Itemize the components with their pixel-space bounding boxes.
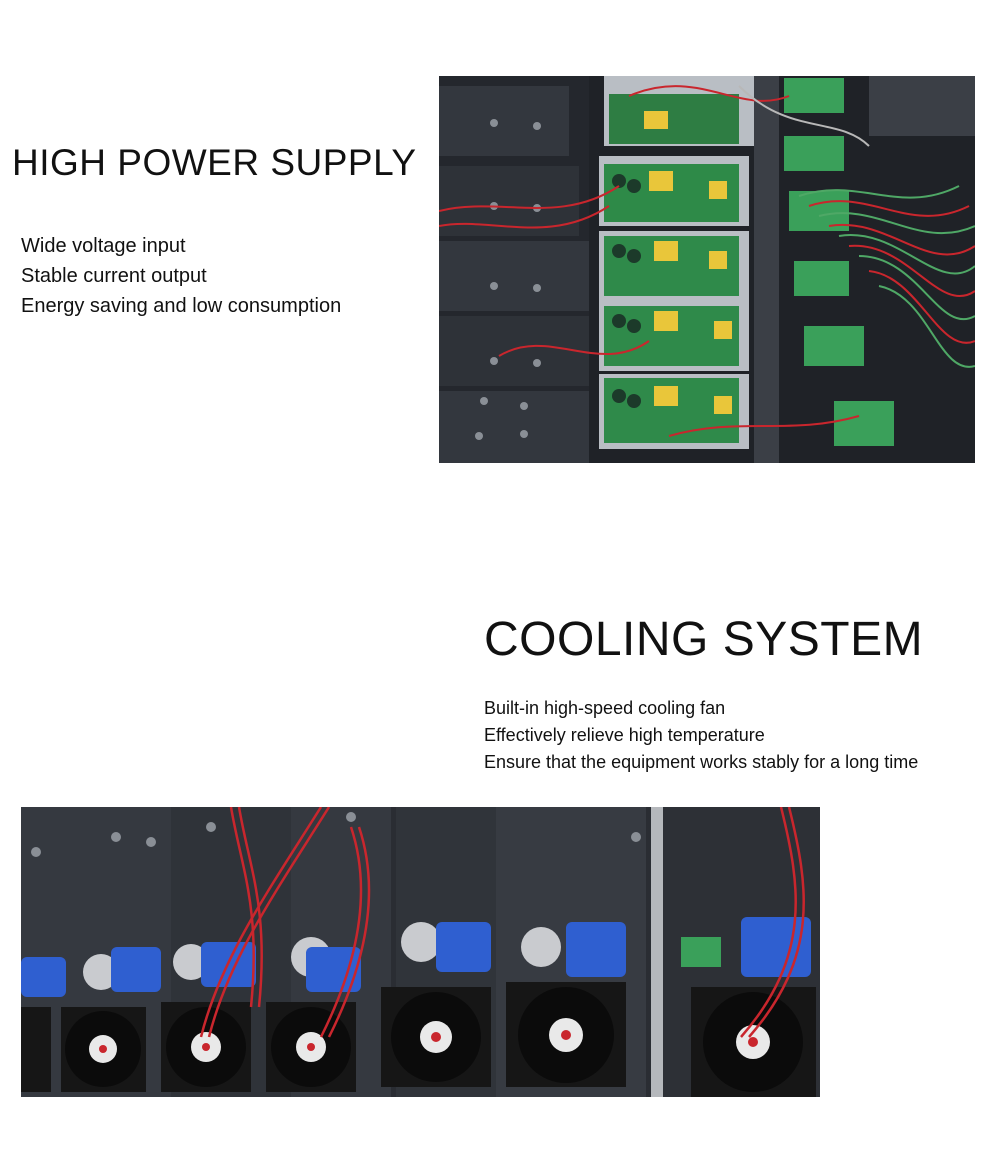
cooling-feature-1: Built-in high-speed cooling fan xyxy=(484,698,726,718)
cooling-feature-3: Ensure that the equipment works stably f… xyxy=(484,752,919,772)
cooling-fans-icon xyxy=(21,807,820,1097)
power-feature-1: Wide voltage input xyxy=(21,235,186,257)
power-supply-title: HIGH POWER SUPPLY xyxy=(12,142,417,183)
power-supply-features: Wide voltage input Stable current output… xyxy=(21,231,341,321)
cooling-system-title: COOLING SYSTEM xyxy=(484,613,924,666)
cooling-system-photo xyxy=(21,807,820,1097)
cooling-system-features: Built-in high-speed cooling fan Effectiv… xyxy=(484,695,918,776)
power-supply-boards-icon xyxy=(439,76,975,463)
power-feature-3: Energy saving and low consumption xyxy=(21,295,342,317)
power-feature-2: Stable current output xyxy=(21,265,207,287)
power-supply-photo xyxy=(439,76,975,463)
cooling-feature-2: Effectively relieve high temperature xyxy=(484,725,765,745)
